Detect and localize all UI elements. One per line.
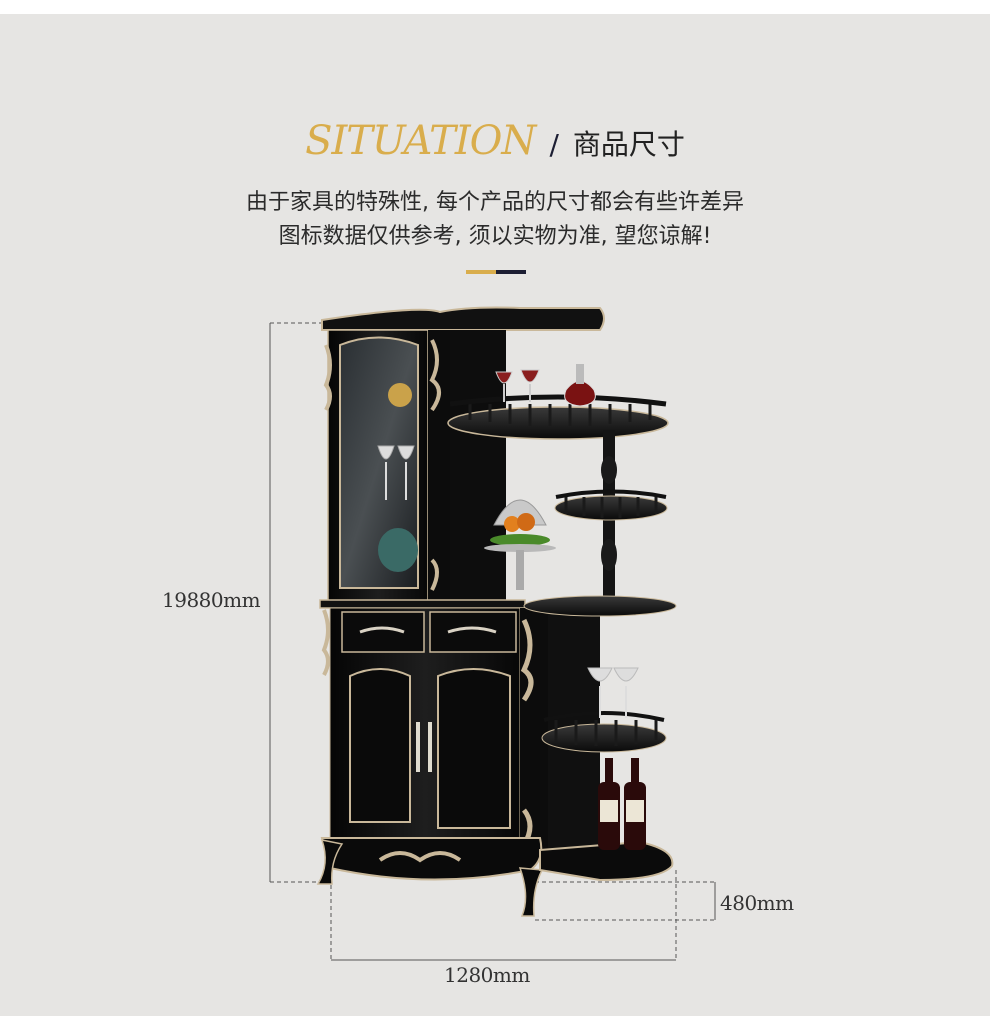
accent-bar-navy bbox=[496, 270, 526, 274]
dimension-depth-line bbox=[535, 881, 716, 921]
title-english: SITUATION bbox=[305, 118, 536, 164]
section-title: SITUATION / 商品尺寸 bbox=[0, 118, 990, 164]
cabinet-body bbox=[316, 306, 677, 917]
dimension-width-label: 1280mm bbox=[444, 963, 530, 987]
dimension-depth-label: 480mm bbox=[720, 891, 794, 915]
accent-bar-gold bbox=[466, 270, 496, 274]
decor-items bbox=[377, 364, 646, 850]
title-separator: / bbox=[549, 128, 559, 161]
disclaimer-line-2: 图标数据仅供参考, 须以实物为准, 望您谅解! bbox=[278, 224, 712, 249]
dimension-width-line bbox=[330, 870, 677, 961]
top-strip bbox=[0, 0, 990, 14]
dimension-height-label: 19880mm bbox=[162, 588, 261, 612]
title-chinese: 商品尺寸 bbox=[572, 128, 685, 161]
disclaimer-line-1: 由于家具的特殊性, 每个产品的尺寸都会有些许差异 bbox=[246, 190, 744, 215]
